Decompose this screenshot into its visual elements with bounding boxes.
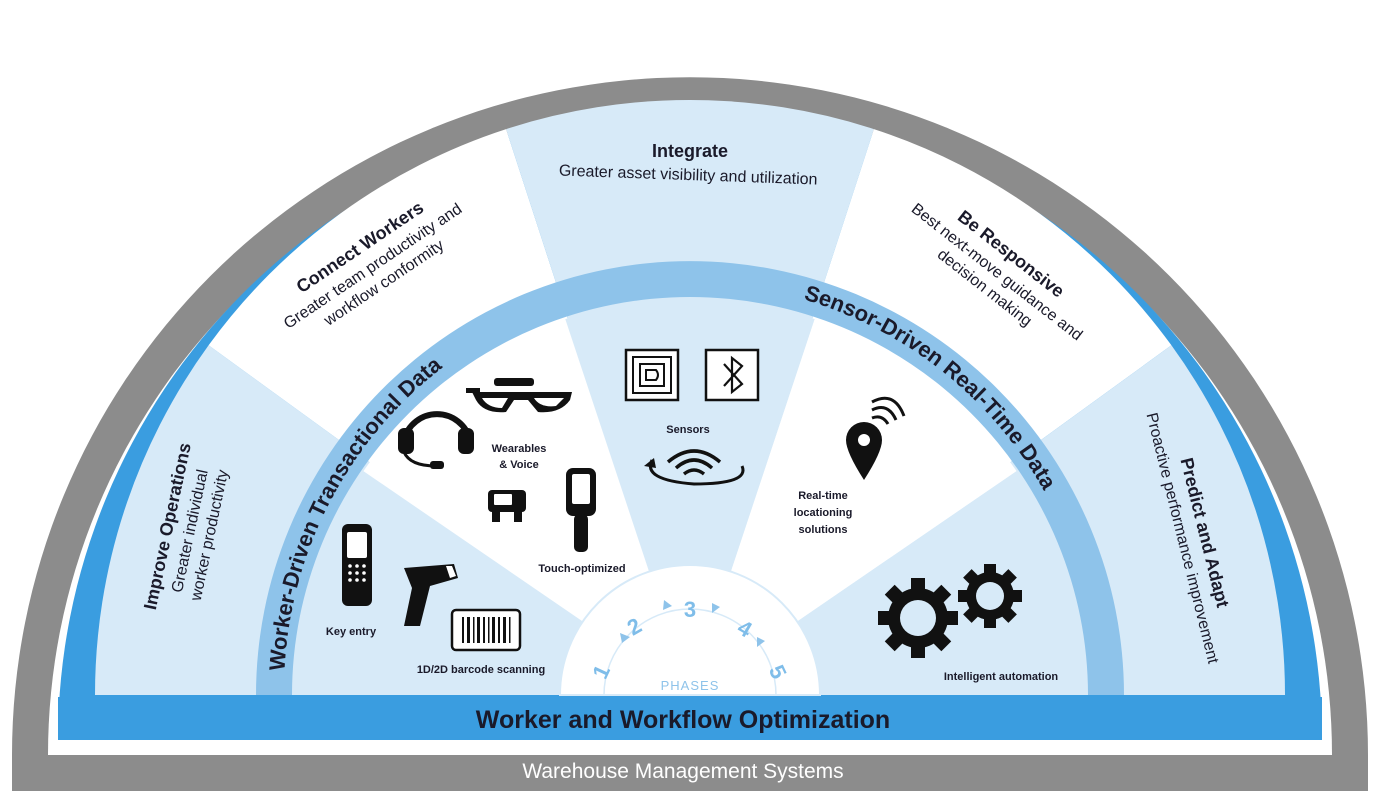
automation-label: Automation <box>632 28 749 51</box>
smart-glasses-icon <box>466 378 572 413</box>
phase-arrow-icon <box>620 633 630 643</box>
item-touch: Touch-optimized <box>538 563 625 575</box>
rfid-chip-icon <box>624 348 680 402</box>
item-key-entry: Key entry <box>326 626 377 638</box>
wms-bar <box>12 755 1368 791</box>
phase-arrow-icon <box>663 600 672 610</box>
phase-arrow-icon <box>712 603 720 613</box>
item-barcode: 1D/2D barcode scanning <box>417 664 545 676</box>
keypad-device-icon <box>342 524 372 606</box>
wwo-label: Worker and Workflow Optimization <box>476 706 890 734</box>
phases-dial <box>558 564 822 696</box>
item-rtls-line2: locationing <box>794 507 853 519</box>
item-sensors: Sensors <box>666 424 709 436</box>
headset-icon <box>398 411 474 469</box>
touch-device-icon <box>566 468 596 552</box>
sensor-signal-icon <box>644 449 745 486</box>
bluetooth-icon <box>704 348 760 402</box>
phase-number-3: 3 <box>684 597 696 622</box>
item-rtls-line1: Real-time <box>798 490 848 502</box>
optimization-bar <box>58 697 1322 740</box>
phases-label: PHASES <box>661 678 720 693</box>
wearable-terminal-icon <box>488 490 526 522</box>
item-intelligent: Intelligent automation <box>944 671 1059 683</box>
phase-arrow-icon <box>757 637 765 647</box>
item-rtls-line3: solutions <box>799 524 848 536</box>
item-wearables-line2: & Voice <box>499 459 539 471</box>
barcode-scanner-icon <box>404 564 458 626</box>
item-wearables-line1: Wearables <box>492 443 547 455</box>
wms-label: Warehouse Management Systems <box>522 760 843 783</box>
barcode-icon <box>450 608 522 652</box>
sector-title: Integrate <box>652 141 728 161</box>
location-pin-icon <box>846 396 906 480</box>
